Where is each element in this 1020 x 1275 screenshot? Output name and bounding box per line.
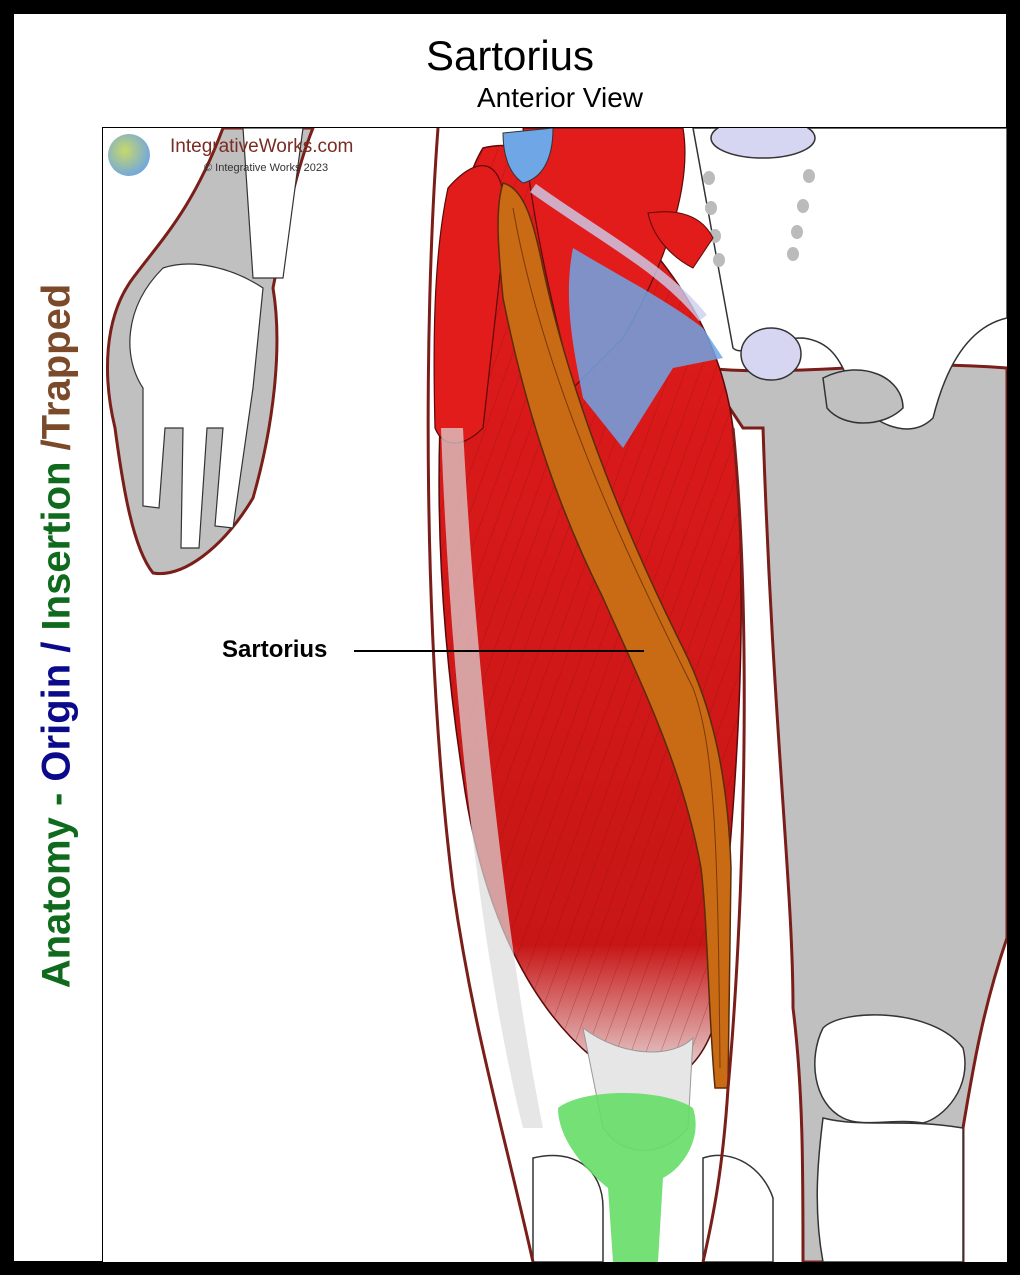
- side-title: Anatomy - Origin / Insertion /Trapped: [35, 284, 80, 989]
- side-title-sep1: /: [34, 630, 79, 664]
- brand-logo: [108, 134, 150, 176]
- obturator-foramen: [822, 369, 904, 424]
- thigh-fiber-texture: [439, 145, 742, 1087]
- label-leader-line: [354, 650, 644, 652]
- page-subtitle: Anterior View: [476, 82, 643, 113]
- anatomy-illustration: [102, 127, 1007, 1262]
- side-title-insertion: Insertion: [34, 461, 79, 631]
- page-title: Sartorius: [425, 32, 595, 79]
- side-title-anatomy: Anatomy -: [34, 781, 79, 989]
- sartorius-label: Sartorius: [222, 636, 328, 663]
- copyright-text: © Integrative Works 2023: [204, 162, 329, 174]
- hand-bones: [129, 263, 264, 549]
- anatomy-drawing: [106, 128, 1007, 1262]
- pectineus: [647, 211, 714, 269]
- forearm-bones: [242, 128, 304, 279]
- sartorius-fiber: [512, 207, 721, 1069]
- pubic-symphysis: [740, 327, 802, 381]
- side-title-sep2: /: [34, 439, 79, 462]
- insertion-region: [558, 1093, 696, 1262]
- side-title-trapped: Trapped: [34, 283, 79, 440]
- origin-pubic-region: [568, 248, 723, 448]
- brand-text: IntegrativeWorks.com: [170, 136, 354, 157]
- side-title-origin: Origin: [34, 663, 79, 782]
- right-femur-condyles: [814, 1014, 966, 1124]
- fascia-lata: [441, 428, 543, 1128]
- sacrum-top: [710, 128, 816, 159]
- left-leg-inner-outline: [701, 427, 746, 1262]
- inguinal-ligament: [530, 183, 707, 322]
- origin-asis-region: [502, 128, 554, 184]
- left-leg-outline: [426, 128, 535, 1262]
- knee-bone-right: [702, 1154, 774, 1262]
- right-tibia: [816, 1117, 964, 1262]
- sartorius-muscle: [497, 182, 732, 1089]
